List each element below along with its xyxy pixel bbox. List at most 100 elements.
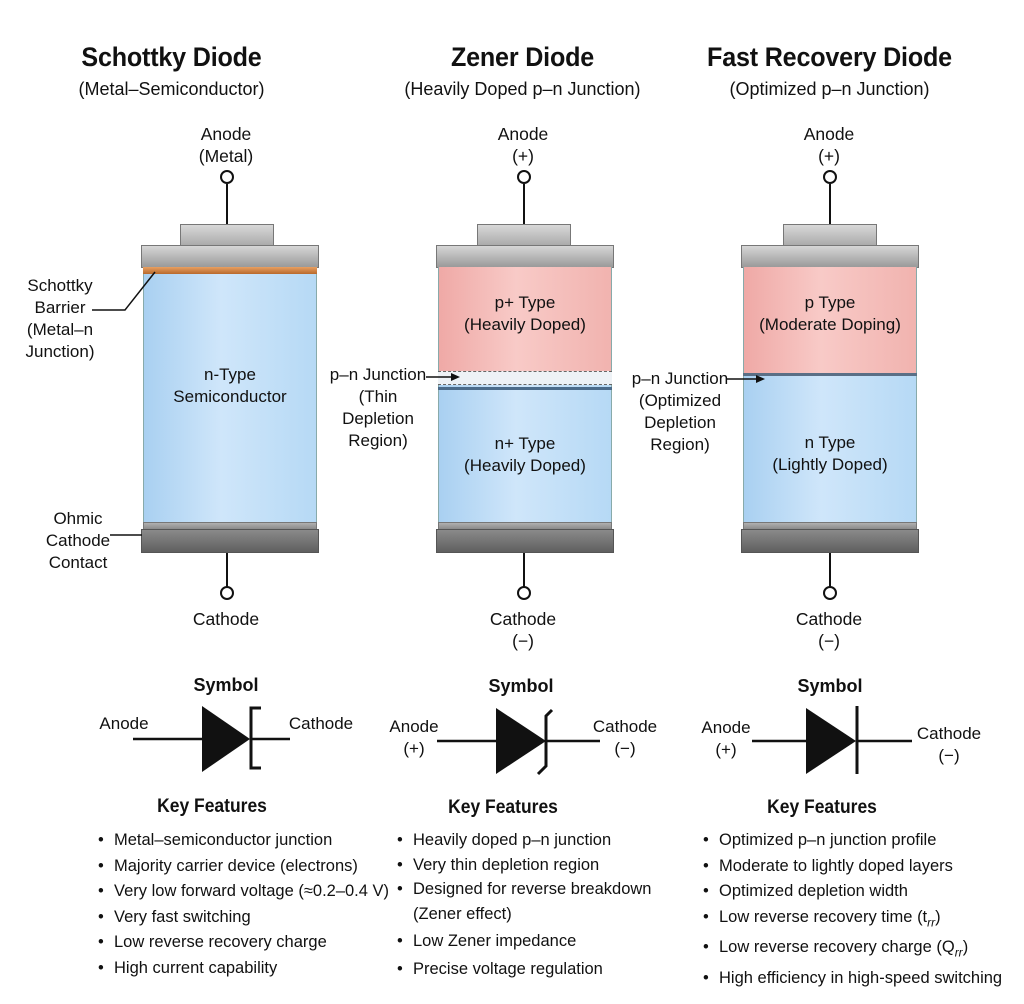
anode-text: Anode <box>497 124 549 144</box>
schottky-anode-terminal <box>220 170 234 184</box>
schottky-n-label: n-Type Semiconductor <box>143 364 317 408</box>
zener-anode-lead <box>523 184 525 225</box>
zener-symbol-title: Symbol <box>488 676 554 696</box>
feature-item: Very fast switching <box>98 905 389 931</box>
fast-p-label: p Type (Moderate Doping) <box>743 292 917 336</box>
region-line: n Type <box>804 433 856 452</box>
anode-sub: (+) <box>818 146 840 166</box>
zener-subtitle: (Heavily Doped p–n Junction) <box>404 79 641 99</box>
schottky-subtitle: (Metal–Semiconductor) <box>78 79 265 99</box>
symbol-label: (−) <box>938 746 960 765</box>
fast-junction-line <box>743 373 917 376</box>
cathode-sub: (−) <box>818 631 840 651</box>
feature-suffix: ) <box>935 907 941 926</box>
fast-features-list: Optimized p–n junction profile Moderate … <box>703 828 1002 992</box>
callout-line: p–n Junction <box>631 369 729 388</box>
callout-line: p–n Junction <box>329 365 427 384</box>
zener-title: Zener Diode <box>450 42 595 72</box>
anode-sub: (+) <box>512 146 534 166</box>
cathode-text: Cathode <box>192 609 260 629</box>
feature-item: Moderate to lightly doped layers <box>703 854 1002 880</box>
zener-p-region <box>438 267 612 371</box>
cathode-text: Cathode <box>795 609 863 629</box>
symbol-label: (+) <box>403 739 425 758</box>
fast-junction-callout: p–n Junction (Optimized Depletion Region… <box>628 368 732 456</box>
symbol-label: Cathode <box>592 717 658 736</box>
callout-line: (Thin Depletion <box>342 387 414 428</box>
zener-features-title: Key Features <box>448 797 558 818</box>
fast-features-title: Key Features <box>767 797 877 818</box>
fast-cathode-contact <box>741 529 919 553</box>
symbol-label: (−) <box>614 739 636 758</box>
symbol-label: Anode <box>701 718 751 737</box>
zener-depletion-region <box>438 371 612 385</box>
schottky-features-list: Metal–semiconductor junction Majority ca… <box>98 828 389 981</box>
callout-line: Region) <box>650 435 710 454</box>
schottky-symbol-cathode: Cathode <box>286 713 356 735</box>
fast-recovery-subtitle: (Optimized p–n Junction) <box>729 79 930 99</box>
fast-symbol-cathode: Cathode (−) <box>916 723 982 767</box>
callout-line: Ohmic <box>53 509 103 528</box>
feature-item-trr: Low reverse recovery time (trr) <box>703 905 1002 936</box>
anode-text: Anode <box>200 124 252 144</box>
zener-n-label: n+ Type (Heavily Doped) <box>438 433 612 477</box>
fast-n-region <box>743 375 917 523</box>
schottky-cathode-terminal <box>220 586 234 600</box>
schottky-cathode-label: Cathode <box>176 608 276 630</box>
region-line: Semiconductor <box>173 387 287 406</box>
feature-item-qrr: Low reverse recovery charge (Qrr) <box>703 935 1002 966</box>
schottky-anode-tab <box>180 224 274 246</box>
callout-line: Contact <box>48 553 108 572</box>
zener-cathode-label: Cathode (−) <box>473 608 573 652</box>
symbol-label: (+) <box>715 740 737 759</box>
callout-line: (Optimized <box>638 391 722 410</box>
schottky-n-region <box>143 274 317 523</box>
region-line: (Heavily Doped) <box>464 315 586 334</box>
region-line: (Heavily Doped) <box>464 456 586 475</box>
zener-p-label: p+ Type (Heavily Doped) <box>438 292 612 336</box>
schottky-features-title: Key Features <box>157 796 267 817</box>
zener-anode-tab <box>477 224 571 246</box>
feature-item: Very low forward voltage (≈0.2–0.4 V) <box>98 879 389 905</box>
feature-item: Designed for reverse breakdown <box>397 877 651 902</box>
fast-anode-tab <box>783 224 877 246</box>
callout-line: Barrier <box>34 298 86 317</box>
zener-anode-label: Anode (+) <box>473 123 573 167</box>
region-line: p Type <box>804 293 856 312</box>
feature-item: Precise voltage regulation <box>397 957 651 982</box>
feature-item: Very thin depletion region <box>397 853 651 878</box>
feature-item: Heavily doped p–n junction <box>397 828 651 853</box>
callout-line: Region) <box>348 431 408 450</box>
symbol-label: Anode <box>389 717 439 736</box>
schottky-cathode-lead <box>226 553 228 587</box>
feature-suffix: ) <box>962 938 969 957</box>
region-line: n-Type <box>204 365 256 384</box>
subscript-rr: rr <box>927 914 936 929</box>
zener-cathode-lead <box>523 553 525 587</box>
schottky-cathode-contact <box>141 529 319 553</box>
region-line: (Lightly Doped) <box>772 455 888 474</box>
feature-item: Majority carrier device (electrons) <box>98 854 389 880</box>
fast-anode-label: Anode (+) <box>779 123 879 167</box>
fast-cathode-terminal <box>823 586 837 600</box>
fast-p-region <box>743 267 917 375</box>
zener-cathode-terminal <box>517 586 531 600</box>
region-line: (Moderate Doping) <box>759 315 901 334</box>
cathode-text: Cathode <box>489 609 557 629</box>
symbol-label: Anode <box>99 714 149 733</box>
zener-n-region <box>438 385 612 523</box>
symbol-label: Cathode <box>288 714 354 733</box>
schottky-barrier-layer <box>143 267 317 274</box>
zener-features-list: Heavily doped p–n junction Very thin dep… <box>397 828 651 981</box>
feature-text: Low reverse recovery time (t <box>719 907 928 926</box>
anode-sub: (Metal) <box>198 146 254 166</box>
schottky-column: Schottky Diode (Metal–Semiconductor) <box>57 0 398 1004</box>
feature-item: Optimized depletion width <box>703 879 1002 905</box>
feature-item: Optimized p–n junction profile <box>703 828 1002 854</box>
zener-junction-edge <box>438 387 612 390</box>
zener-symbol-cathode: Cathode (−) <box>592 716 658 760</box>
